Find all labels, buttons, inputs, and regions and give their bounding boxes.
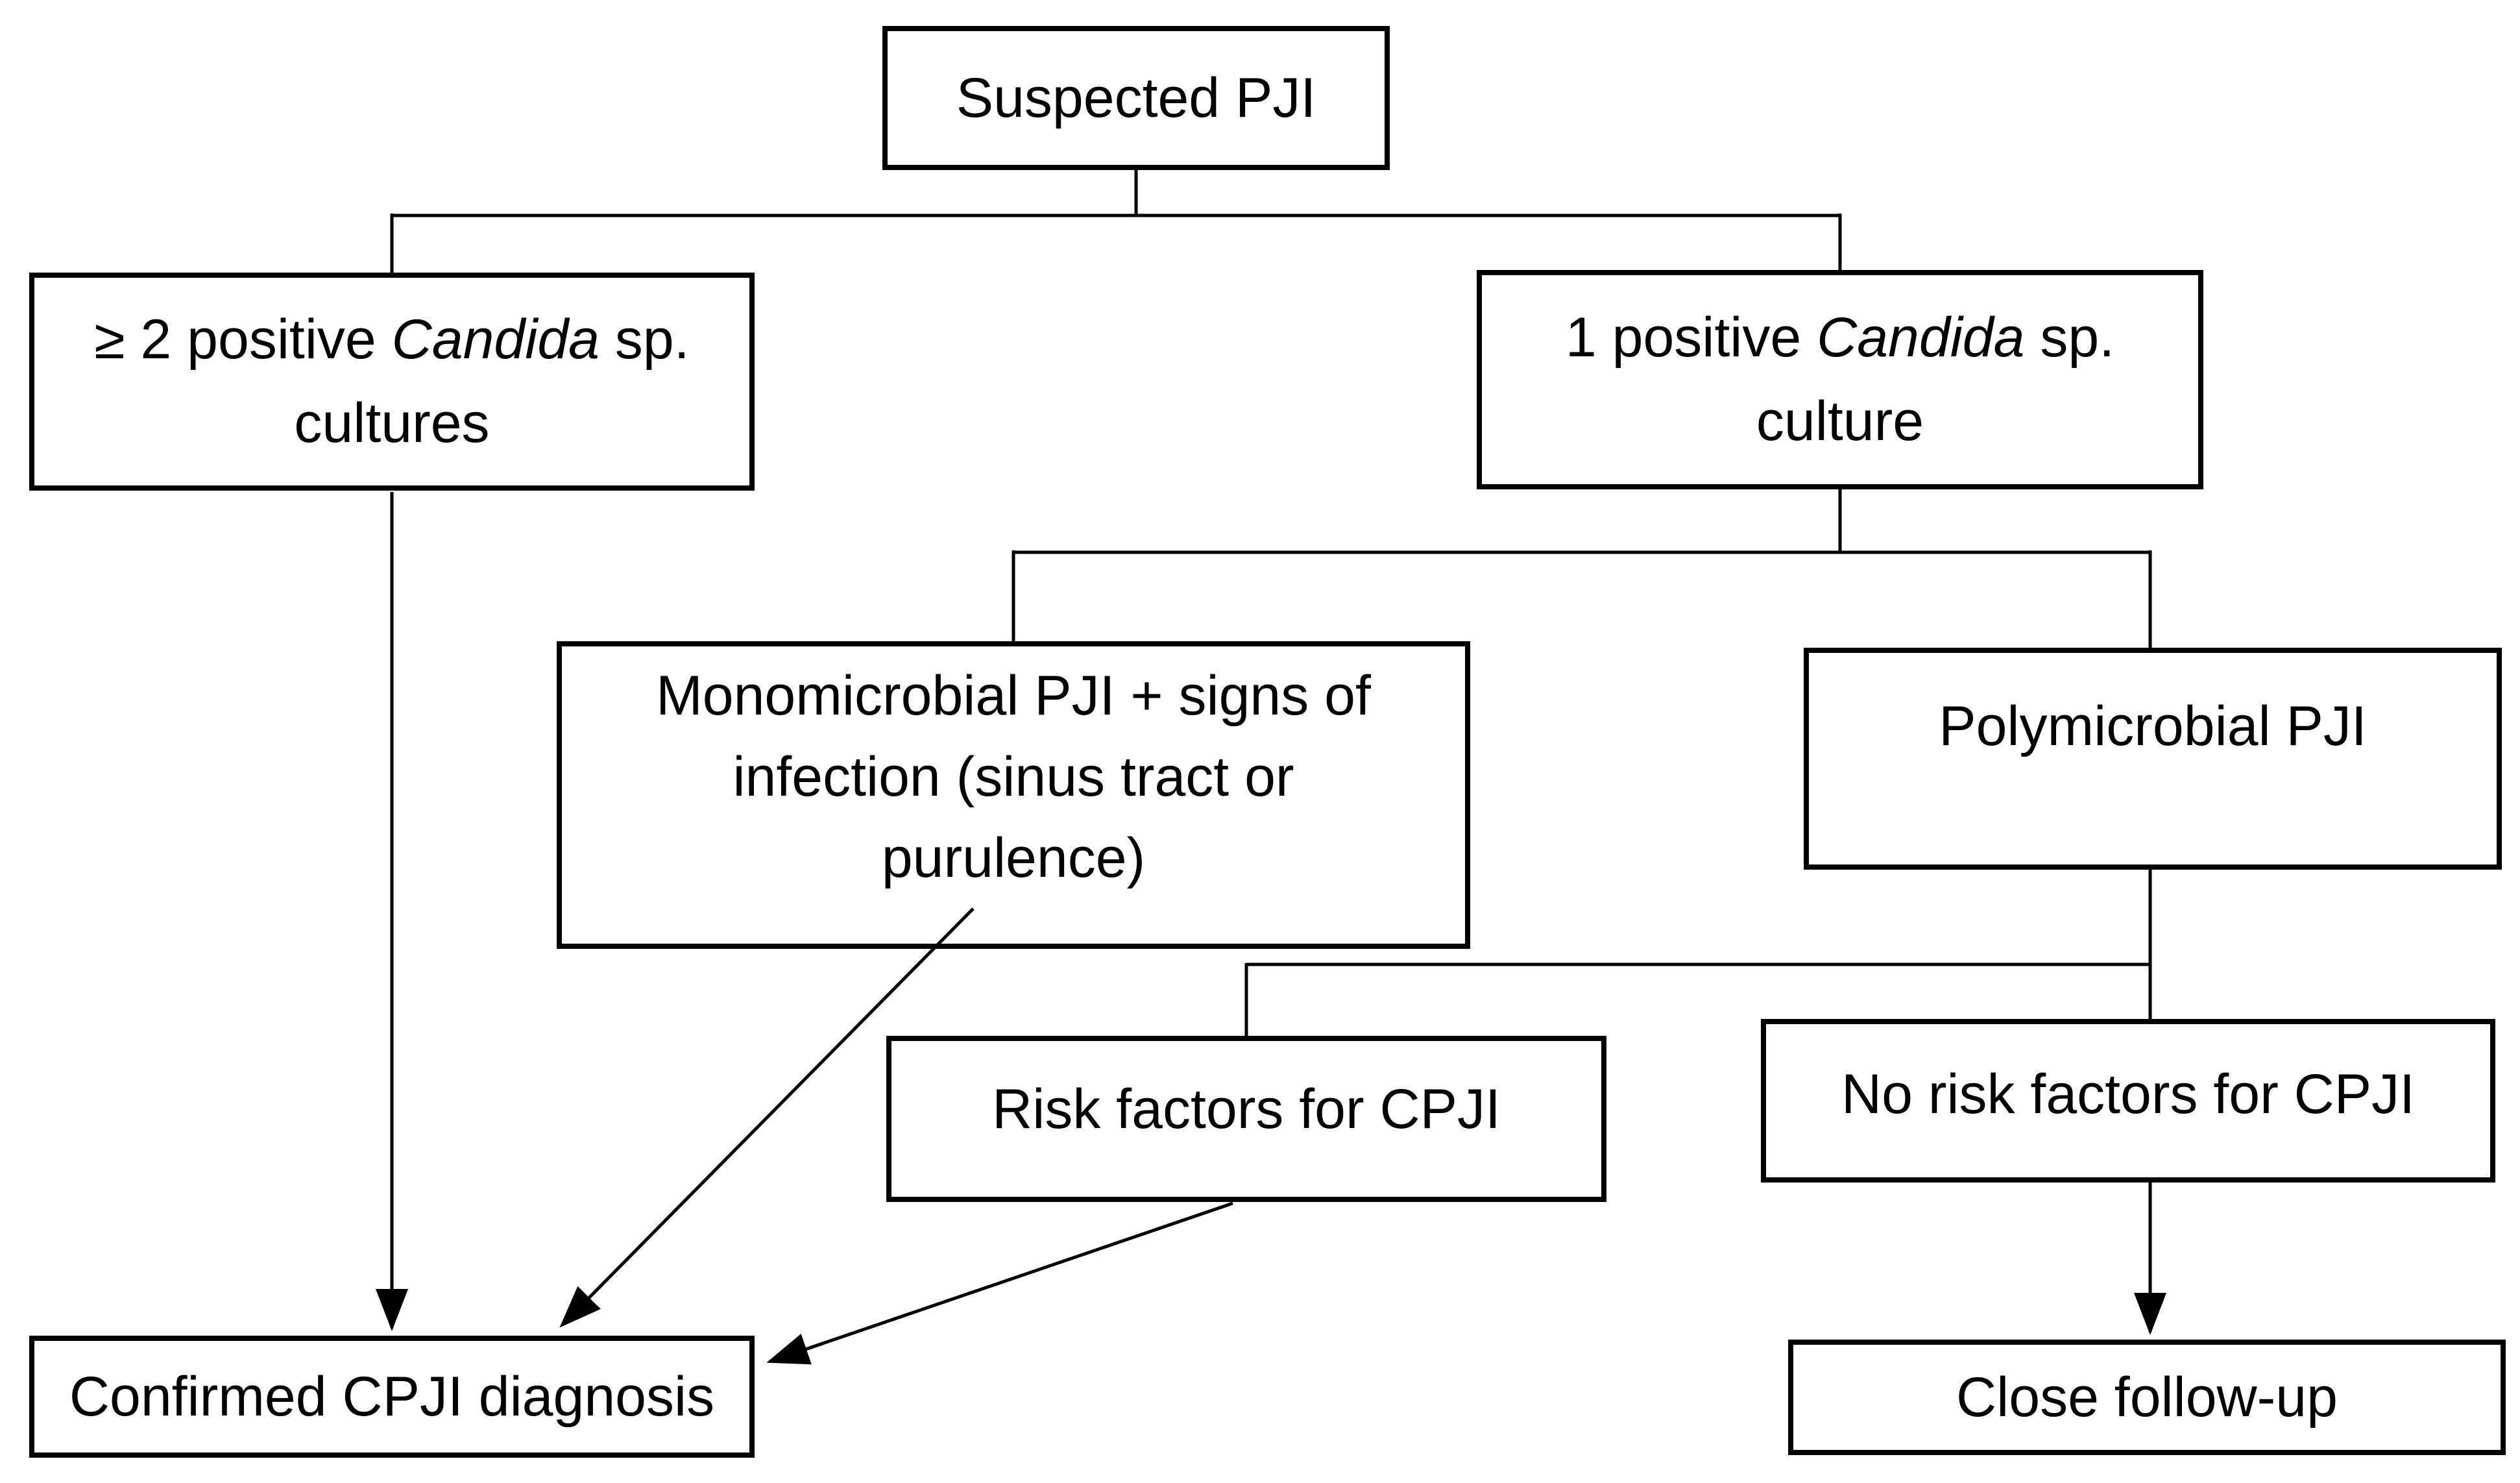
node-label: Confirmed CPJI diagnosis (69, 1365, 715, 1428)
node-label-line1: 1 positive Candida sp. (1566, 296, 2114, 380)
node-label: Polymicrobial PJI (1939, 694, 2367, 757)
node-label-line2: infection (sinus tract or (733, 746, 1294, 809)
species-italic: Candida (391, 308, 600, 371)
node-single-positive-culture: 1 positive Candida sp. culture (1477, 270, 2203, 489)
node-label-line1: Monomicrobial PJI + signs of (656, 665, 1371, 728)
label-text: 1 positive (1565, 306, 1817, 369)
node-label: Risk factors for CPJI (992, 1077, 1501, 1140)
node-confirmed-cpji-diagnosis: Confirmed CPJI diagnosis (29, 1336, 755, 1458)
node-label: No risk factors for CPJI (1841, 1062, 2416, 1125)
node-multiple-positive-cultures: ≥ 2 positive Candida sp. cultures (29, 273, 755, 491)
node-monomicrobial-pji: Monomicrobial PJI + signs of infection (… (557, 641, 1470, 949)
label-text: sp. (2024, 306, 2115, 369)
label-text: sp. (600, 308, 690, 371)
node-suspected-pji: Suspected PJI (882, 26, 1390, 170)
node-label: Close follow-up (1956, 1366, 2338, 1428)
node-label-line3: purulence) (881, 826, 1146, 889)
node-polymicrobial-pji: Polymicrobial PJI (1804, 648, 2502, 870)
species-italic: Candida (1817, 306, 2025, 369)
node-close-follow-up: Close follow-up (1788, 1340, 2506, 1455)
node-label-line2: cultures (294, 392, 490, 454)
node-no-risk-factors-cpji: No risk factors for CPJI (1761, 1019, 2495, 1183)
node-label-line2: culture (1756, 390, 1924, 452)
node-label: Suspected PJI (956, 66, 1316, 129)
node-risk-factors-cpji: Risk factors for CPJI (886, 1036, 1606, 1202)
arrow-risk-factors-to-confirmed (766, 1201, 1233, 1365)
node-label-line1: ≥ 2 positive Candida sp. (94, 298, 689, 382)
label-text: ≥ 2 positive (94, 308, 392, 371)
